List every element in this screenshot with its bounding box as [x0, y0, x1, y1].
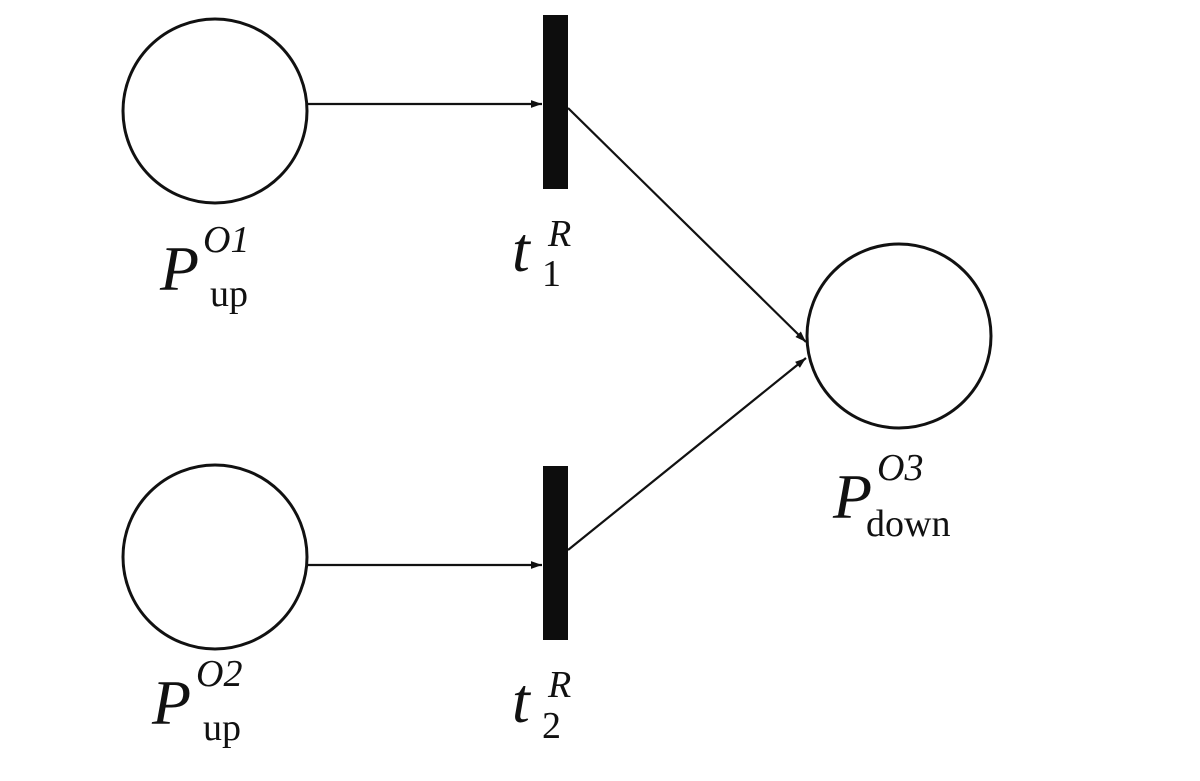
label-sup: O1 — [203, 219, 249, 261]
label-main: P — [151, 667, 191, 738]
label-sub: 1 — [542, 253, 561, 295]
transition-t1-r[interactable] — [543, 15, 568, 189]
label-t2-r: t R 2 — [512, 664, 571, 747]
label-t1-r: t R 1 — [512, 213, 571, 295]
place-p-up-o1[interactable] — [121, 17, 309, 205]
transition-t2-r[interactable] — [543, 466, 568, 640]
arc-t1-to-p-down-o3 — [567, 107, 807, 343]
place-p-down-o3[interactable] — [805, 242, 993, 430]
label-sup: O3 — [877, 447, 923, 489]
label-main: P — [159, 233, 199, 304]
label-main: P — [832, 461, 872, 532]
label-main: t — [512, 214, 532, 285]
label-sub: 2 — [542, 705, 561, 747]
label-sup: R — [547, 664, 571, 706]
label-main: t — [512, 665, 532, 736]
label-sub: up — [203, 707, 241, 749]
label-sub: up — [210, 273, 248, 315]
place-p-up-o2[interactable] — [121, 463, 309, 651]
label-p-up-o1: P O1 up — [159, 219, 249, 315]
label-sup: R — [547, 213, 571, 255]
label-p-up-o2: P O2 up — [151, 653, 242, 749]
label-p-down-o3: P O3 down — [832, 447, 950, 545]
label-sup: O2 — [196, 653, 242, 695]
arc-t2-to-p-down-o3 — [567, 357, 807, 551]
label-sub: down — [866, 503, 950, 545]
